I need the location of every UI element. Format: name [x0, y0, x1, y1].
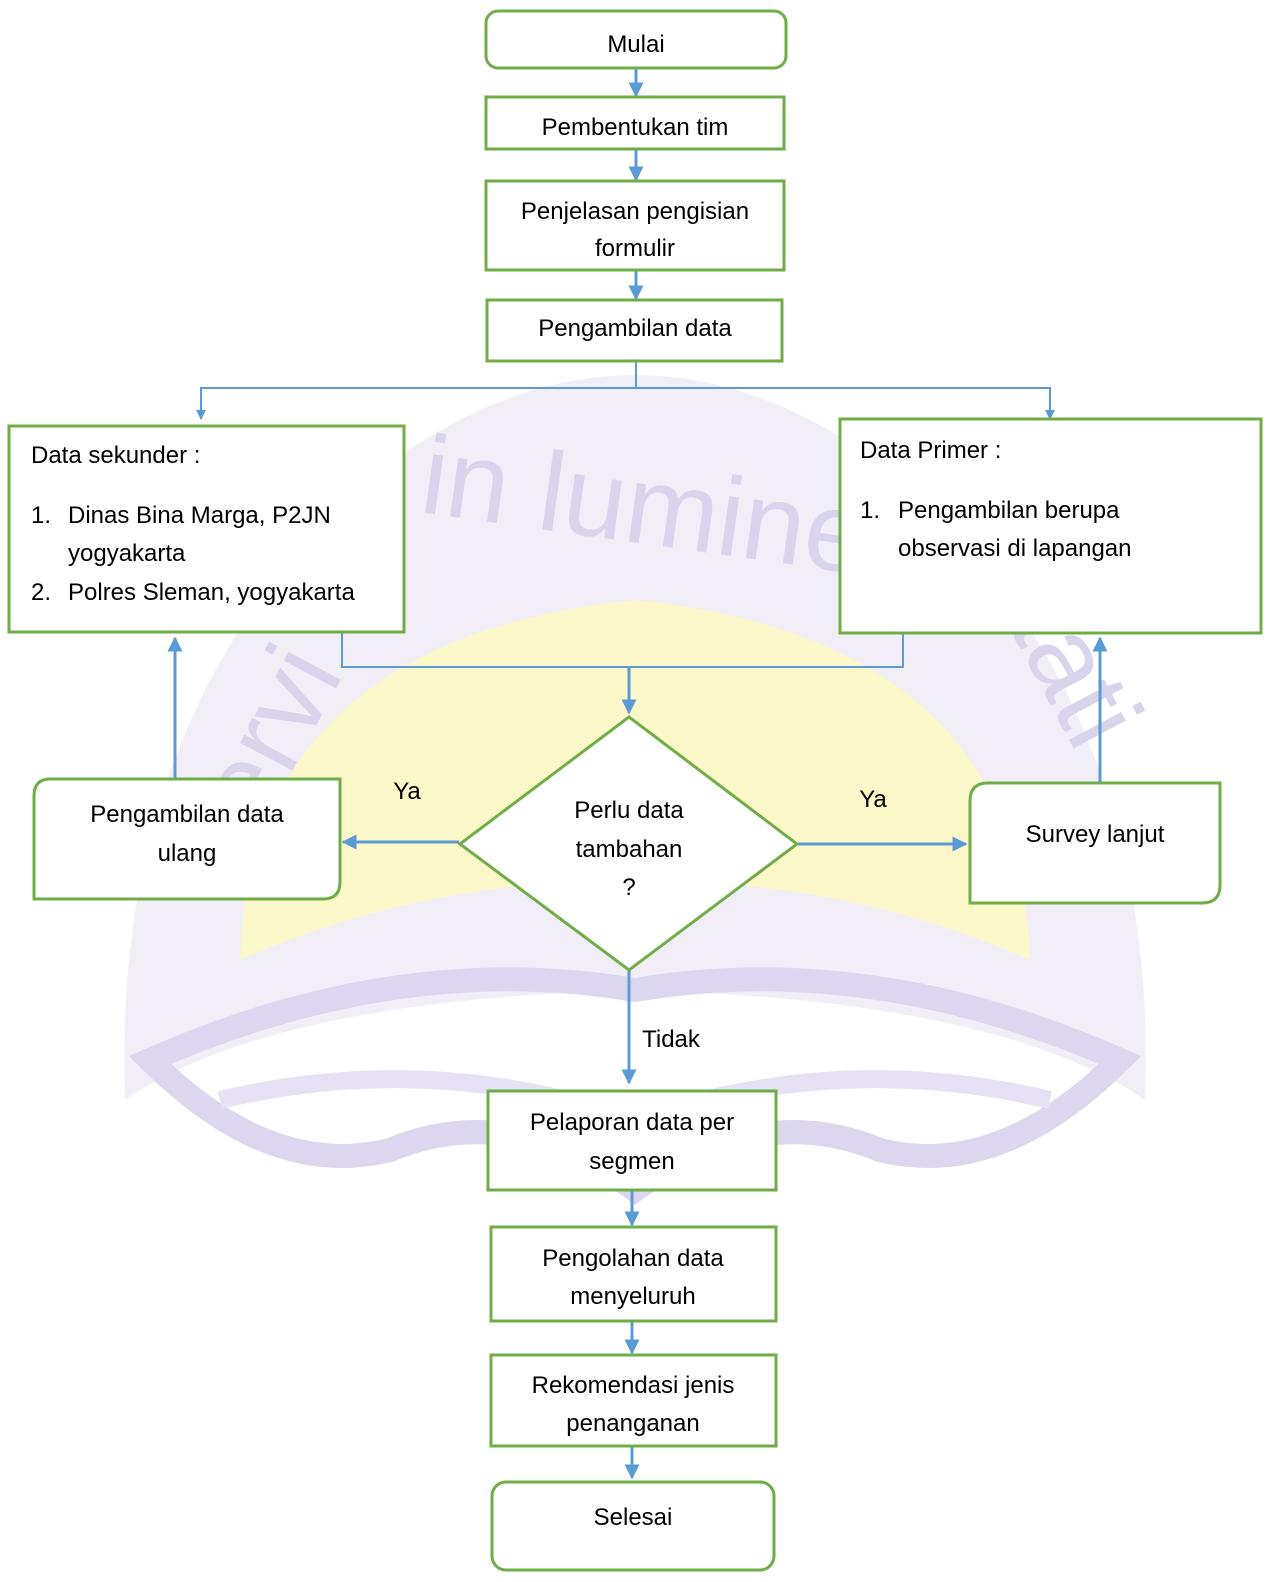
start-node: Mulai — [484, 9, 788, 70]
process-node: Pengolahan data menyeluruh — [489, 1225, 778, 1323]
survey-label: Survey lanjut — [1026, 821, 1165, 848]
process-line-1: Pengolahan data — [542, 1245, 724, 1272]
decision-line-1: Perlu data — [574, 797, 684, 824]
arrow-collect-to-secondary — [196, 361, 637, 420]
report-node: Pelaporan data per segmen — [486, 1089, 778, 1192]
decision-line-2: tambahan — [576, 836, 683, 863]
primary-title: Data Primer : — [860, 437, 1001, 464]
primary-item-1-number: 1. — [860, 497, 880, 524]
team-label: Pembentukan tim — [542, 114, 729, 141]
recommend-line-2: penanganan — [566, 1410, 699, 1437]
recommend-line-1: Rekomendasi jenis — [532, 1372, 735, 1399]
secondary-item-1-number: 1. — [31, 502, 51, 529]
report-line-2: segmen — [589, 1148, 674, 1175]
secondary-item-2-line-1: Polres Sleman, yogyakarta — [68, 579, 355, 606]
process-line-2: menyeluruh — [570, 1283, 695, 1310]
collect-node: Pengambilan data — [485, 298, 784, 363]
retake-line-1: Pengambilan data — [90, 801, 284, 828]
decision-node: Perlu data tambahan ? — [457, 715, 800, 972]
collect-label: Pengambilan data — [538, 315, 732, 342]
explain-node: Penjelasan pengisian formulir — [484, 179, 786, 272]
edge-label-yes-left: Ya — [393, 778, 421, 805]
retake-node: Pengambilan data ulang — [32, 777, 342, 901]
report-line-1: Pelaporan data per — [530, 1109, 734, 1136]
explain-line-1: Penjelasan pengisian — [521, 198, 749, 225]
start-label: Mulai — [607, 31, 664, 58]
connectors — [167, 68, 1108, 1480]
primary-item-1-line-1: Pengambilan berupa — [898, 497, 1120, 524]
primary-data-node: Data Primer : 1. Pengambilan berupa obse… — [838, 417, 1263, 635]
end-label: Selesai — [594, 1504, 673, 1531]
end-node: Selesai — [490, 1480, 776, 1572]
secondary-title: Data sekunder : — [31, 442, 200, 469]
edge-label-no: Tidak — [642, 1026, 701, 1053]
arrow-collect-to-primary — [636, 387, 1055, 420]
decision-line-3: ? — [622, 874, 635, 901]
retake-line-2: ulang — [158, 840, 217, 867]
primary-item-1-line-2: observasi di lapangan — [898, 535, 1132, 562]
secondary-item-1-line-1: Dinas Bina Marga, P2JN — [68, 502, 331, 529]
recommend-node: Rekomendasi jenis penanganan — [489, 1353, 778, 1448]
edge-label-yes-right: Ya — [859, 786, 887, 813]
explain-line-2: formulir — [595, 235, 675, 262]
survey-node: Survey lanjut — [968, 781, 1222, 905]
merge-line — [341, 633, 904, 668]
team-node: Pembentukan tim — [484, 95, 786, 151]
secondary-data-node: Data sekunder : 1. Dinas Bina Marga, P2J… — [7, 424, 406, 634]
secondary-item-1-line-2: yogyakarta — [68, 540, 186, 567]
secondary-item-2-number: 2. — [31, 579, 51, 606]
